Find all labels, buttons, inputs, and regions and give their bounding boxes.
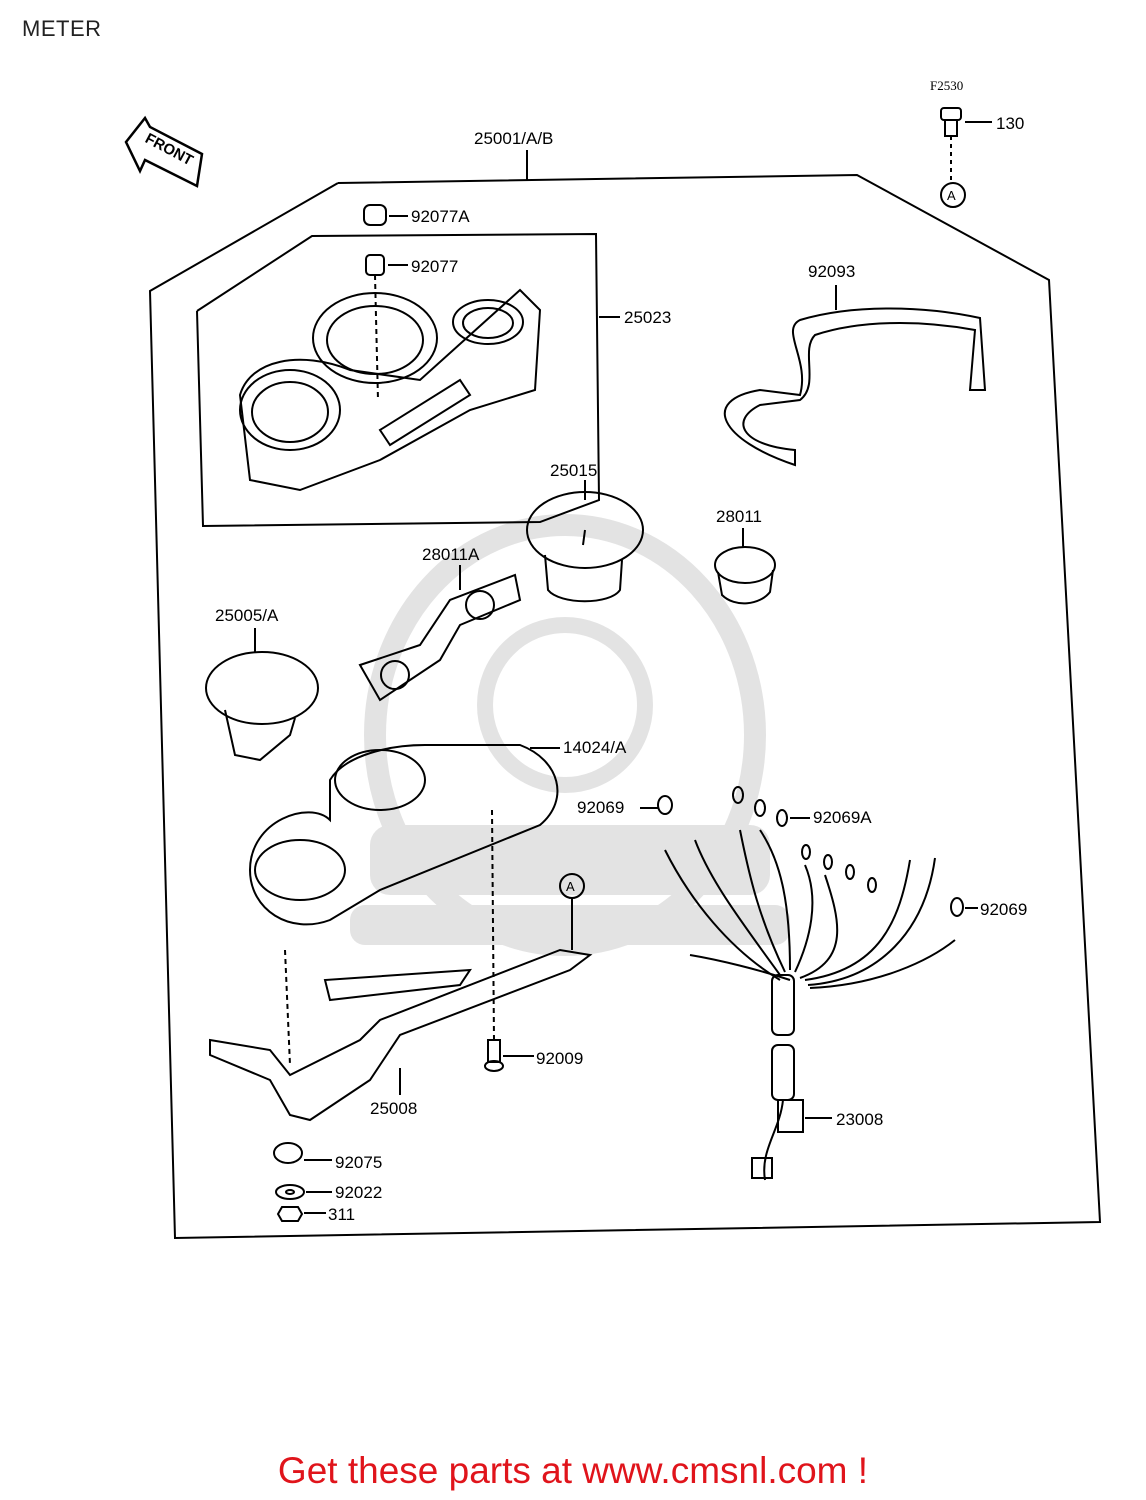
part-label-23008[interactable]: 23008: [836, 1110, 883, 1129]
bracket-25008: [209, 948, 593, 1122]
part-label-92069-right[interactable]: 92069: [980, 900, 1027, 919]
part-label-92069-left[interactable]: 92069: [577, 798, 624, 817]
part-label-311[interactable]: 311: [328, 1205, 355, 1224]
bolt-130: [940, 107, 992, 208]
front-arrow: [124, 115, 204, 188]
part-label-25023[interactable]: 25023: [624, 308, 671, 327]
washer-92022: [275, 1184, 332, 1200]
footer-link[interactable]: Get these parts at www.cmsnl.com !: [277, 1450, 869, 1491]
nut-311: [276, 1206, 326, 1222]
part-label-130[interactable]: 130: [996, 114, 1024, 133]
part-label-28011[interactable]: 28011: [716, 507, 762, 526]
page-title: METER: [22, 16, 102, 41]
part-label-25008[interactable]: 25008: [370, 1099, 417, 1118]
watermark-logo: [350, 514, 790, 956]
part-label-92077[interactable]: 92077: [411, 257, 458, 276]
part-label-25005[interactable]: 25005/A: [215, 606, 279, 625]
cover-box-outline: [196, 232, 601, 528]
meter-case-14024: [248, 744, 560, 926]
part-label-92077A[interactable]: 92077A: [411, 207, 470, 226]
knob-92077: [365, 254, 408, 401]
bulb-housing-28011: [714, 528, 776, 605]
strap-92093: [723, 285, 987, 467]
part-label-92022[interactable]: 92022: [335, 1183, 382, 1202]
gauge-25005: [205, 628, 319, 762]
diagram-code: F2530: [930, 78, 963, 93]
wiring-harness-23008: [640, 786, 978, 1181]
part-label-92093[interactable]: 92093: [808, 262, 855, 281]
part-label-25015[interactable]: 25015: [550, 461, 597, 480]
part-label-28011A[interactable]: 28011A: [422, 545, 480, 564]
switch-28011A: [358, 565, 522, 702]
part-label-25001[interactable]: 25001/A/B: [474, 129, 553, 148]
ref-marker-label: A: [947, 188, 956, 203]
assembly-outline: [148, 173, 1102, 1240]
part-label-92075[interactable]: 92075: [335, 1153, 382, 1172]
screw-92009: [484, 809, 534, 1072]
part-label-92069A[interactable]: 92069A: [813, 808, 872, 827]
part-label-92009[interactable]: 92009: [536, 1049, 583, 1068]
grommet-92075: [273, 1142, 332, 1164]
cap-92077A: [363, 204, 408, 226]
gauge-25015: [526, 480, 644, 603]
meter-cover-25023: [238, 288, 620, 492]
part-label-14024[interactable]: 14024/A: [563, 738, 627, 757]
ref-marker-label-2: A: [566, 879, 575, 894]
